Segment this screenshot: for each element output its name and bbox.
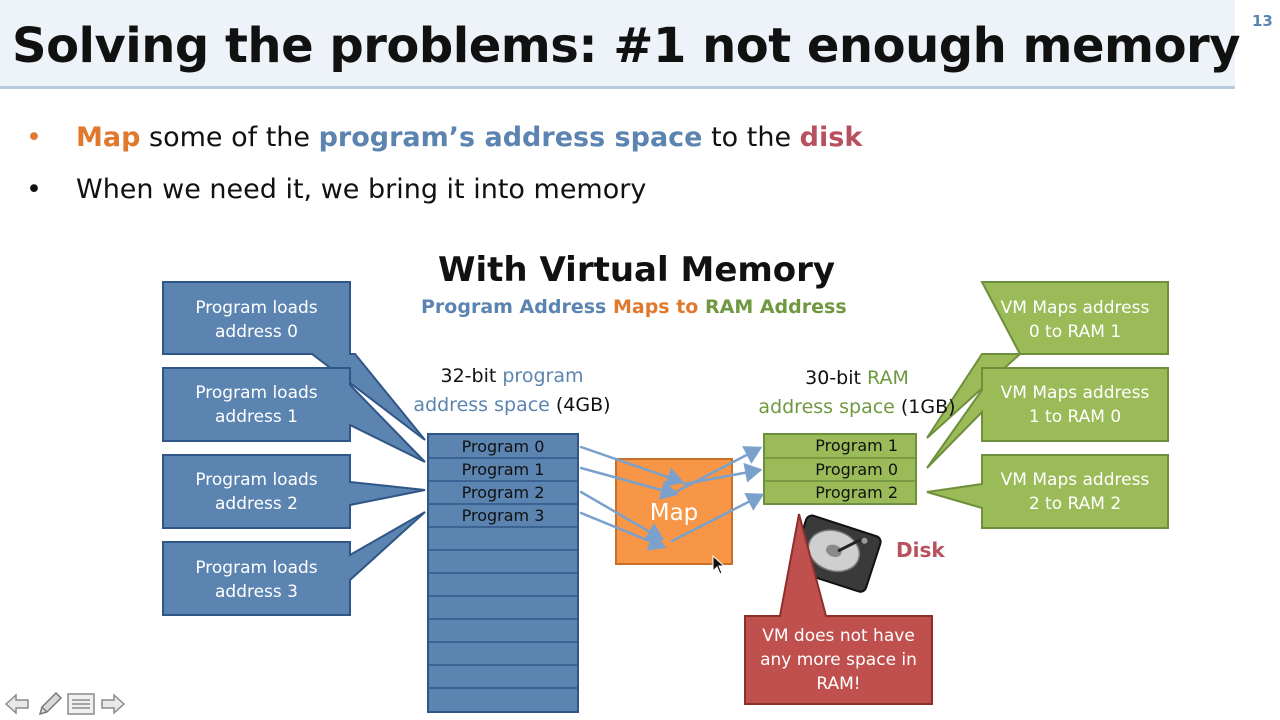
callout-line: 1 to RAM 0 [1028,407,1122,427]
program-cell-1: Program 1 [461,460,545,479]
callout-line: address 2 [214,494,298,514]
program-space-label: 32-bit program address space (4GB) [408,362,616,420]
subtitle-ram-address: RAM Address [704,296,847,318]
ram-address-space [763,433,917,505]
disk-label: Disk [896,538,945,562]
callout-line: Program loads [195,298,318,318]
callout-program-0 [162,281,426,441]
program-cell-3: Program 3 [461,506,545,525]
slideshow-controls [4,692,126,716]
slide-number: 13 [1252,12,1273,30]
bullet-text: Map some of the program’s address space … [76,122,862,153]
ram-cell-0: Program 1 [815,436,898,455]
label-part: address space [413,394,550,416]
label-part: RAM [867,367,909,389]
forward-arrow-icon[interactable] [101,693,126,715]
callout-line: address 3 [214,582,298,602]
callout-line: Program loads [195,558,318,578]
callout-line: address 1 [214,407,298,427]
callout-line: VM Maps address [1000,470,1150,490]
callout-line: 0 to RAM 1 [1028,322,1122,342]
label-part: 30-bit [805,367,868,389]
label-part: 32-bit [440,365,503,387]
subtitle-maps-to: Maps to [612,296,699,318]
callout-program-3 [162,511,426,616]
callout-line: VM Maps address [1000,383,1150,403]
title-bar [0,0,1235,89]
bullet-text-part: to the [702,122,800,153]
bullet-text-address-space: program’s address space [318,122,703,153]
bullet-text-disk: disk [799,122,863,153]
slideshow-controls-graphics [4,692,126,716]
callout-vm-1-text: VM Maps address 1 to RAM 0 [982,381,1168,429]
mouse-cursor-icon [712,555,726,575]
callout-program-2 [162,454,426,529]
label-part: program [502,365,584,387]
callout-line: address 0 [214,322,298,342]
ram-cell-2: Program 2 [815,483,898,502]
warning-line: any more space in [760,650,917,670]
callout-vm-0 [926,281,1169,439]
mapping-arrows [579,445,765,551]
bullet-text-part: some of the [140,122,319,153]
callout-vm-2 [926,454,1169,529]
callout-vm-1 [926,367,1169,469]
ram-space-label: 30-bit RAM address space (1GB) [752,364,962,422]
program-cell-2: Program 2 [461,483,545,502]
pen-icon[interactable] [38,692,63,716]
label-part: (1GB) [894,396,956,418]
menu-icon[interactable] [67,693,95,715]
map-label: Map [649,500,699,526]
warning-callout [744,513,933,705]
callout-program-1 [162,367,426,463]
slide-title: Solving the problems: #1 not enough memo… [12,18,1241,74]
program-cell-0: Program 0 [461,437,545,456]
program-address-space [427,433,579,713]
callout-program-3-text: Program loads address 3 [163,556,350,604]
bullet-marker: • [26,122,42,153]
diagram-subtitle: Program Address Maps to RAM Address [421,296,847,318]
warning-line: VM does not have [762,626,915,646]
callout-vm-0-text: VM Maps address 0 to RAM 1 [982,296,1168,344]
callout-vm-2-text: VM Maps address 2 to RAM 2 [982,468,1168,516]
callout-line: VM Maps address [1000,298,1150,318]
label-part: (4GB) [549,394,611,416]
callout-program-1-text: Program loads address 1 [163,381,350,429]
callout-line: Program loads [195,470,318,490]
callout-program-2-text: Program loads address 2 [163,468,350,516]
back-arrow-icon[interactable] [4,693,29,715]
warning-text: VM does not have any more space in RAM! [745,624,932,696]
callout-line: Program loads [195,383,318,403]
warning-line: RAM! [816,674,861,694]
callout-line: 2 to RAM 2 [1028,494,1122,514]
diagram-title: With Virtual Memory [438,250,836,290]
label-part: address space [758,396,895,418]
ram-cell-1: Program 0 [815,460,898,479]
bullet-text-map: Map [76,122,141,153]
callout-program-0-text: Program loads address 0 [163,296,350,344]
bullet-marker: • [26,174,42,205]
bullet-text: When we need it, we bring it into memory [76,174,647,205]
subtitle-program-address: Program Address [421,296,607,318]
